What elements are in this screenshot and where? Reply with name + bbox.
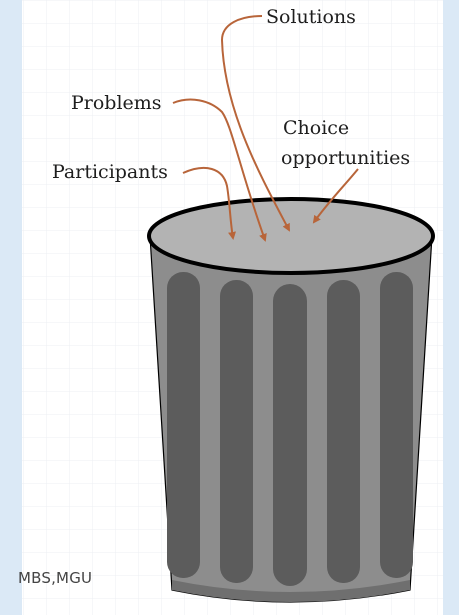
solutions-label: Solutions [266,6,356,28]
can-stripe [380,272,413,578]
choice-opportunities-label-line1: Choice [283,117,350,139]
can-stripe [273,284,307,586]
credit-text: MBS,MGU [18,569,93,587]
solutions-arrow [220,15,290,232]
problems-label: Problems [71,92,162,114]
choice-opportunities-label-line2: opportunities [281,147,411,169]
problems-arrow [172,98,267,242]
can-stripe [220,280,253,583]
can-lid [147,197,435,275]
participants-arrow [182,166,236,240]
participants-label: Participants [52,161,168,183]
right-margin-strip [443,0,459,615]
choice-opportunities-arrow [312,168,359,224]
left-margin-strip [0,0,22,615]
can-stripe [327,280,360,583]
can-stripe [167,272,200,578]
can-bottom-rim [172,580,410,602]
